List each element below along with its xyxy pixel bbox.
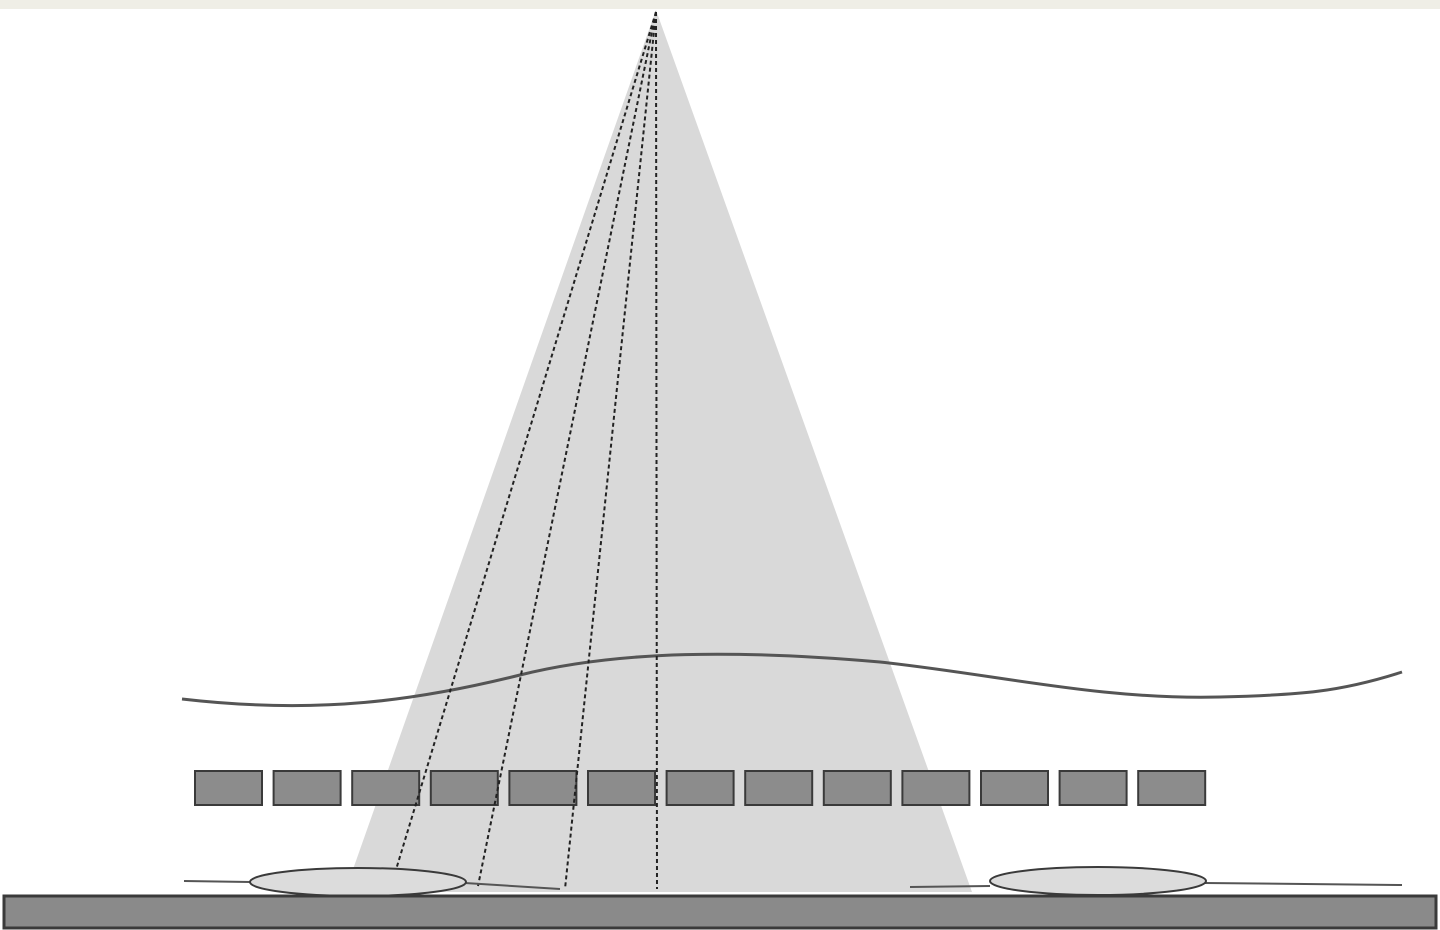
patient-surface-curve: [181, 652, 1403, 708]
baseline-left: [183, 880, 561, 890]
dashed-ray: [394, 11, 657, 874]
detector-plate: [2, 894, 1438, 930]
grid-strip: [272, 770, 342, 806]
grid-strip: [1137, 770, 1207, 806]
beam-cone: [345, 10, 972, 892]
grid-strip: [822, 770, 892, 806]
grid-strip: [587, 770, 656, 806]
projected-ellipse-left: [249, 867, 467, 897]
ray-group: [394, 11, 658, 890]
grid-strip: [351, 770, 421, 806]
dashed-ray: [655, 11, 658, 890]
top-strip: [0, 0, 1440, 9]
grid-strip: [194, 770, 263, 806]
grid-strip: [980, 770, 1049, 806]
dashed-ray: [477, 11, 657, 887]
grid-strip: [429, 770, 499, 806]
projected-ellipse-right: [989, 866, 1207, 896]
baseline-right: [909, 882, 1403, 888]
grid-strip: [901, 770, 971, 806]
grid-strip: [665, 770, 735, 806]
grid-strip: [508, 770, 578, 806]
grid-strip: [1058, 770, 1128, 806]
grid-strip: [744, 770, 814, 806]
grid-strip-row: [194, 770, 1207, 806]
